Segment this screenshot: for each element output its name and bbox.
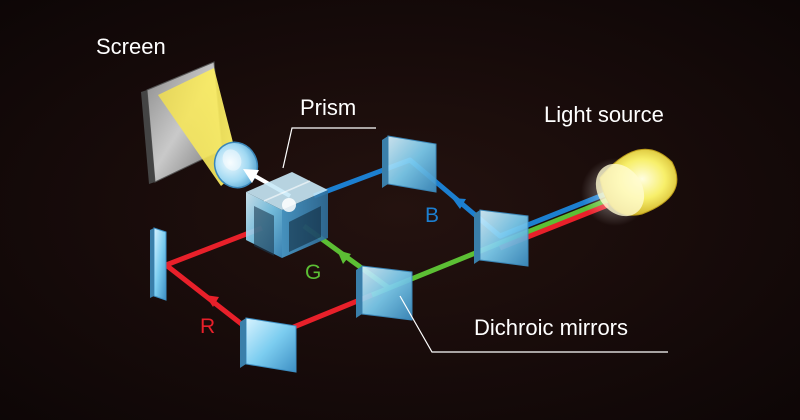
mirror-bottom-red bbox=[240, 317, 297, 373]
green-beam-arrow bbox=[337, 250, 351, 264]
dichroic-leader-line bbox=[399, 295, 668, 353]
red-beam-label: R bbox=[200, 315, 216, 338]
light-source bbox=[581, 148, 678, 226]
dichroic-mirror-blue bbox=[474, 209, 529, 267]
blue-beam-arrow bbox=[452, 198, 466, 209]
mirror-left bbox=[150, 227, 167, 301]
blue-beam-label: B bbox=[425, 204, 440, 227]
projection-lens bbox=[213, 141, 259, 189]
dichroic-mirrors-label: Dichroic mirrors bbox=[474, 315, 628, 340]
blue-beam bbox=[313, 157, 609, 239]
prism-leader-line bbox=[282, 127, 376, 169]
red-beam-arrow bbox=[205, 295, 219, 307]
mirror-top-blue bbox=[382, 135, 437, 193]
green-beam-label: G bbox=[305, 261, 322, 284]
screen-label: Screen bbox=[96, 34, 166, 59]
prism bbox=[246, 172, 328, 258]
light-source-label: Light source bbox=[544, 102, 664, 127]
dichroic-mirror-green bbox=[356, 265, 413, 321]
prism-label: Prism bbox=[300, 95, 357, 120]
